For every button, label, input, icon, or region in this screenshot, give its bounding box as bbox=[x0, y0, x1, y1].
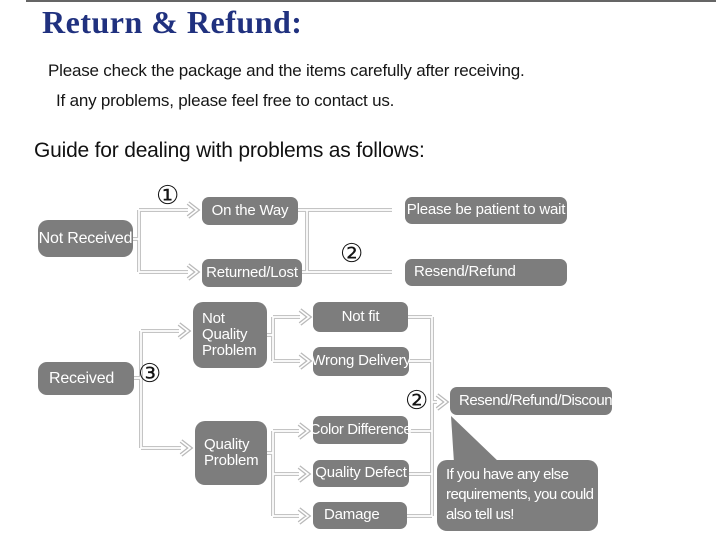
flow-node-quality-problem: Quality Problem bbox=[195, 421, 267, 485]
page-title: Return & Refund: bbox=[42, 4, 303, 40]
step-marker-3: ③ bbox=[138, 359, 162, 389]
flow-node-not-fit: Not fit bbox=[313, 302, 408, 332]
flow-node-wrong-delivery: Wrong Delivery bbox=[311, 347, 411, 376]
flow-node-quality-defect: Quality Defect bbox=[313, 460, 409, 487]
flow-node-resend-refund-discount: Resend/Refund/Discount bbox=[450, 387, 616, 415]
flow-node-not-quality-problem: Not Quality Problem bbox=[193, 302, 267, 368]
intro-line-2: If any problems, please feel free to con… bbox=[56, 91, 395, 110]
note-bubble: If you have any else requirements, you c… bbox=[437, 460, 598, 531]
flow-node-on-the-way: On the Way bbox=[202, 197, 298, 225]
flow-node-not-received: Not Received bbox=[38, 220, 133, 257]
flow-node-received: Received bbox=[38, 362, 134, 395]
top-border-line bbox=[26, 0, 716, 2]
flow-node-color-difference: Color Difference bbox=[310, 416, 412, 444]
flow-node-resend-refund: Resend/Refund bbox=[405, 259, 567, 286]
intro-line-1: Please check the package and the items c… bbox=[48, 61, 525, 80]
step-marker-1: ① bbox=[156, 181, 180, 211]
flow-node-returned-lost: Returned/Lost bbox=[202, 259, 302, 287]
flow-node-please-be-patient: Please be patient to wait bbox=[405, 197, 567, 224]
step-marker-2-bottom: ② bbox=[405, 386, 429, 416]
bubble-tail bbox=[451, 416, 500, 463]
step-marker-2-top: ② bbox=[340, 239, 364, 269]
flow-node-damage: Damage bbox=[313, 502, 407, 529]
guide-heading: Guide for dealing with problems as follo… bbox=[34, 139, 425, 162]
